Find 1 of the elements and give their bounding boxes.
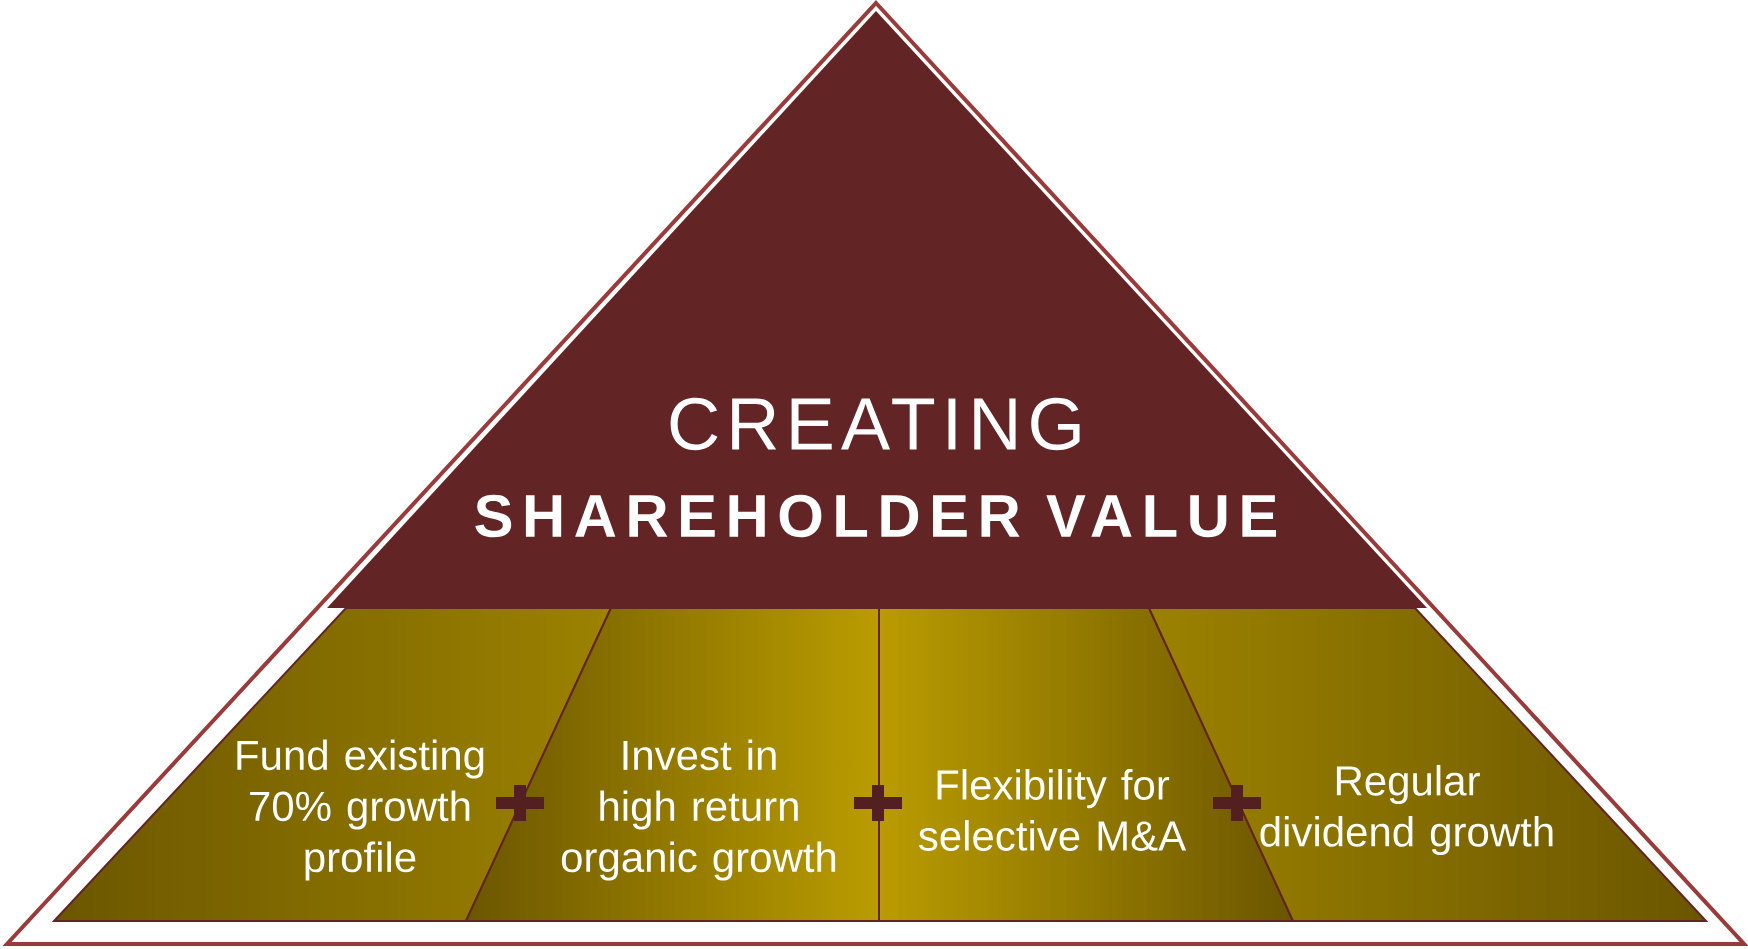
triangle-band: CREATING SHAREHOLDER VALUE [327,11,1427,608]
